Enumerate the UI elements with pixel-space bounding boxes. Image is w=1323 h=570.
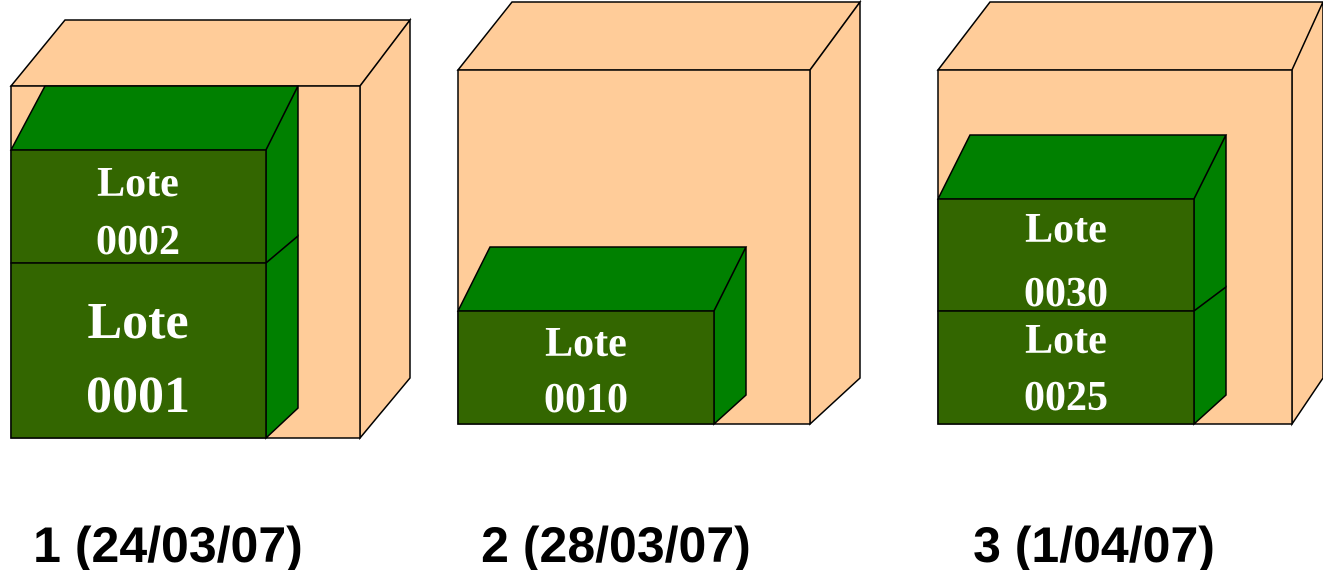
box-1-side <box>359 17 411 441</box>
box-2-top <box>456 1 862 71</box>
lot-block: Lote 0001 <box>10 234 299 440</box>
lot-top <box>936 134 1228 200</box>
lot-front <box>937 310 1195 425</box>
box-caption: 3 (1/04/07) <box>973 517 1215 570</box>
lot-label-line1: Lote <box>97 160 179 206</box>
lot-front <box>10 262 267 439</box>
lot-front <box>10 149 267 264</box>
box-3-top <box>936 1 1323 71</box>
lot-label-line2: 0002 <box>96 218 180 264</box>
box-caption: 2 (28/03/07) <box>481 517 751 570</box>
lot-label-line1: Lote <box>1025 206 1107 252</box>
box-3: Lote 0030 Lote 0025 3 (1/04/07) <box>936 1 1323 570</box>
lot-label-line1: Lote <box>1025 317 1107 363</box>
lot-block: Lote 0030 <box>936 134 1228 316</box>
lot-top <box>456 246 748 312</box>
lot-label-line2: 0010 <box>544 376 628 422</box>
box-1-top <box>9 19 412 87</box>
lot-front <box>937 198 1195 312</box>
box-2-side <box>809 0 861 426</box>
lot-label-line1: Lote <box>545 320 627 366</box>
lot-block: Lote 0025 <box>937 285 1227 426</box>
lot-front <box>457 310 715 425</box>
lot-label-line1: Lote <box>87 293 188 350</box>
lot-block: Lote 0002 <box>9 85 300 265</box>
box-1: Lote 0002 Lote 0001 1 (24/03/07) <box>9 17 412 570</box>
lot-label-line2: 0001 <box>86 367 190 424</box>
box-3-side <box>1291 1 1323 427</box>
lot-block: Lote 0010 <box>456 246 748 426</box>
box-2: Lote 0010 2 (28/03/07) <box>456 0 862 570</box>
box-caption: 1 (24/03/07) <box>33 517 303 570</box>
lot-label-line2: 0025 <box>1024 374 1108 420</box>
lot-side <box>265 234 299 440</box>
lot-label-line2: 0030 <box>1024 270 1108 316</box>
lot-top <box>9 85 300 151</box>
